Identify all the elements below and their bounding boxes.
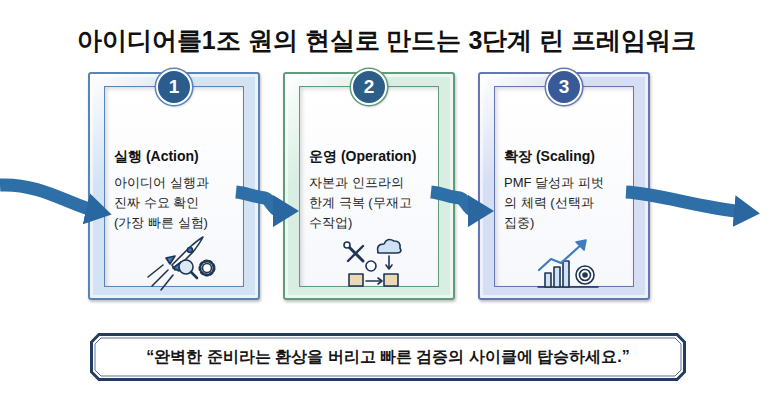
arrow-tail	[236, 192, 261, 197]
box	[349, 274, 363, 286]
step-number: 3	[546, 69, 582, 105]
bar	[554, 267, 560, 287]
arrow-tail	[431, 192, 456, 197]
magnifier-handle	[191, 272, 197, 278]
tools-icon	[344, 240, 401, 286]
hand-gear	[366, 261, 376, 271]
exit-arrow	[626, 192, 744, 212]
title: 아이디어를1조 원의 현실로 만드는 3단계 린 프레임워크	[0, 24, 773, 57]
flow-line	[388, 256, 390, 268]
target-center	[583, 273, 587, 277]
target-ring	[576, 266, 594, 284]
quote-text: “완벽한 준비라는 환상을 버리고 빠른 검증의 사이클에 탑승하세요.”	[146, 347, 630, 368]
quote-banner: “완벽한 준비라는 환상을 버리고 빠른 검증의 사이클에 탑승하세요.”	[90, 333, 686, 381]
panel-inner: 확장 (Scaling) PMF 달성과 피벗의 체력 (선택과 집중)	[494, 86, 634, 287]
growth-icon	[538, 240, 598, 287]
screwdriver	[348, 246, 363, 261]
stage-description: PMF 달성과 피벗의 체력 (선택과 집중)	[504, 173, 608, 233]
callout-number: 3	[559, 76, 570, 98]
wrench-head	[344, 242, 350, 248]
stage-description: 자본과 인프라의 한계 극복 (무재고 수작업)	[309, 173, 413, 233]
step-number: 2	[351, 69, 387, 105]
speed-line	[161, 275, 173, 290]
trend-line	[539, 244, 582, 270]
flow-head	[386, 265, 392, 269]
decor-arrows	[0, 185, 744, 212]
speed-line	[148, 265, 163, 277]
flow-head	[378, 278, 382, 284]
stage-description: 아이디어 실행과 진짜 수요 확인 (가장 빠른 실험)	[114, 173, 218, 233]
flow-arrow	[455, 197, 478, 211]
stage-heading: 운영 (Operation)	[309, 148, 438, 165]
banner-inner-frame	[95, 338, 681, 376]
callout-number: 2	[364, 76, 375, 98]
flow-arrow	[260, 197, 283, 211]
wrench	[348, 246, 363, 261]
rocket-icon	[148, 237, 214, 290]
stage-heading: 실행 (Action)	[114, 148, 243, 165]
edge-group	[260, 197, 478, 211]
step-number: 1	[156, 69, 192, 105]
trend-head	[576, 240, 586, 250]
flow-line	[366, 280, 381, 282]
gear-hub	[203, 264, 212, 273]
cloud	[378, 240, 401, 253]
bar	[545, 273, 551, 287]
callout-number: 1	[169, 76, 180, 98]
box	[384, 274, 398, 286]
banner-frame	[92, 335, 685, 380]
rocket-window	[188, 248, 193, 253]
gear-teeth	[200, 261, 214, 275]
stage-heading: 확장 (Scaling)	[504, 148, 633, 165]
panel-inner: 운영 (Operation) 자본과 인프라의 한계 극복 (무재고 수작업)	[299, 86, 439, 287]
target-ring	[580, 270, 591, 281]
bar	[563, 261, 569, 287]
entry-arrow	[0, 185, 96, 211]
rocket-fin	[166, 256, 175, 264]
